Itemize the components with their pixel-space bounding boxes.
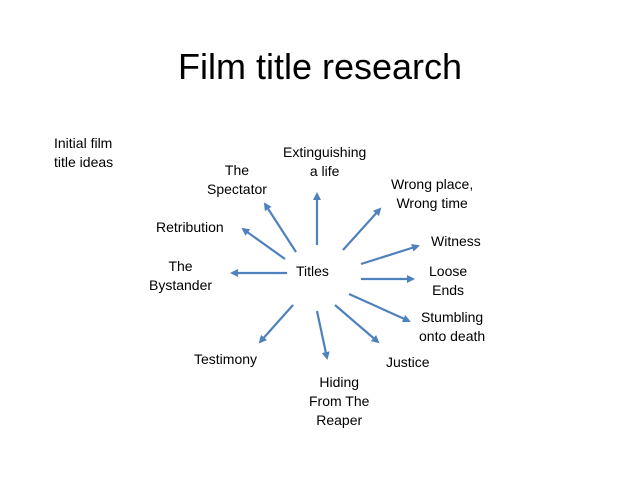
arrow-testimony — [258, 304, 294, 344]
arrow-retribution — [241, 227, 286, 260]
node-justice: Justice — [386, 354, 430, 370]
node-stumbling: Stumbling onto death — [419, 309, 486, 344]
node-loose-ends: Loose Ends — [429, 263, 468, 298]
arrow-witness — [360, 243, 420, 266]
slide-title: Film title research — [177, 46, 463, 87]
arrow-spectator — [263, 202, 297, 253]
node-hiding: Hiding From The Reaper — [309, 374, 370, 428]
node-retribution: Retribution — [156, 219, 224, 235]
arrow-justice — [334, 304, 380, 344]
node-wrong-place: Wrong place, Wrong time — [391, 176, 474, 211]
node-bystander: The Bystander — [149, 258, 213, 293]
arrow-hiding — [315, 310, 330, 360]
node-extinguishing: Extinguishing a life — [283, 144, 367, 179]
node-spectator: The Spectator — [207, 162, 267, 197]
node-testimony: Testimony — [194, 351, 258, 367]
arrow-stumbling — [348, 292, 411, 323]
center-titles: Titles — [296, 263, 329, 279]
node-witness: Witness — [431, 233, 481, 249]
note-initial-ideas: Initial film title ideas — [54, 135, 114, 170]
arrow-wrong-place — [342, 207, 382, 251]
